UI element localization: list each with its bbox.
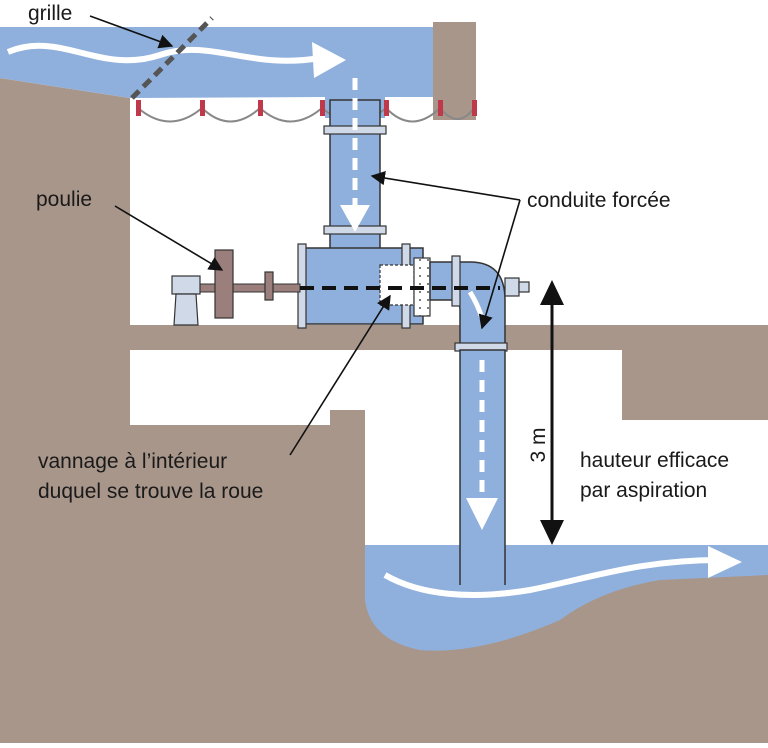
pulley — [214, 249, 234, 319]
bearing-right — [504, 277, 530, 297]
height-value: 3 m — [527, 427, 550, 462]
grille — [130, 16, 214, 100]
label-vannage-line2: duquel se trouve la roue — [38, 480, 263, 503]
penstock — [323, 78, 387, 251]
ground — [0, 22, 768, 743]
head-race-water — [0, 27, 433, 118]
label-conduite-forcee: conduite forcée — [527, 189, 671, 212]
bearing-left — [171, 275, 201, 326]
draft-tube — [429, 255, 508, 586]
label-poulie: poulie — [36, 188, 92, 211]
label-hauteur-line2: par aspiration — [580, 479, 707, 502]
callout-lines — [89, 15, 521, 456]
height-dimension: 3 m — [527, 280, 564, 545]
label-hauteur-line1: hauteur efficace — [580, 449, 729, 472]
ceiling-arches — [136, 100, 477, 123]
label-grille: grille — [28, 2, 72, 25]
runner-wheel — [379, 264, 415, 306]
tail-race-water — [365, 545, 768, 651]
label-vannage-line1: vannage à l’intérieur — [38, 450, 227, 473]
